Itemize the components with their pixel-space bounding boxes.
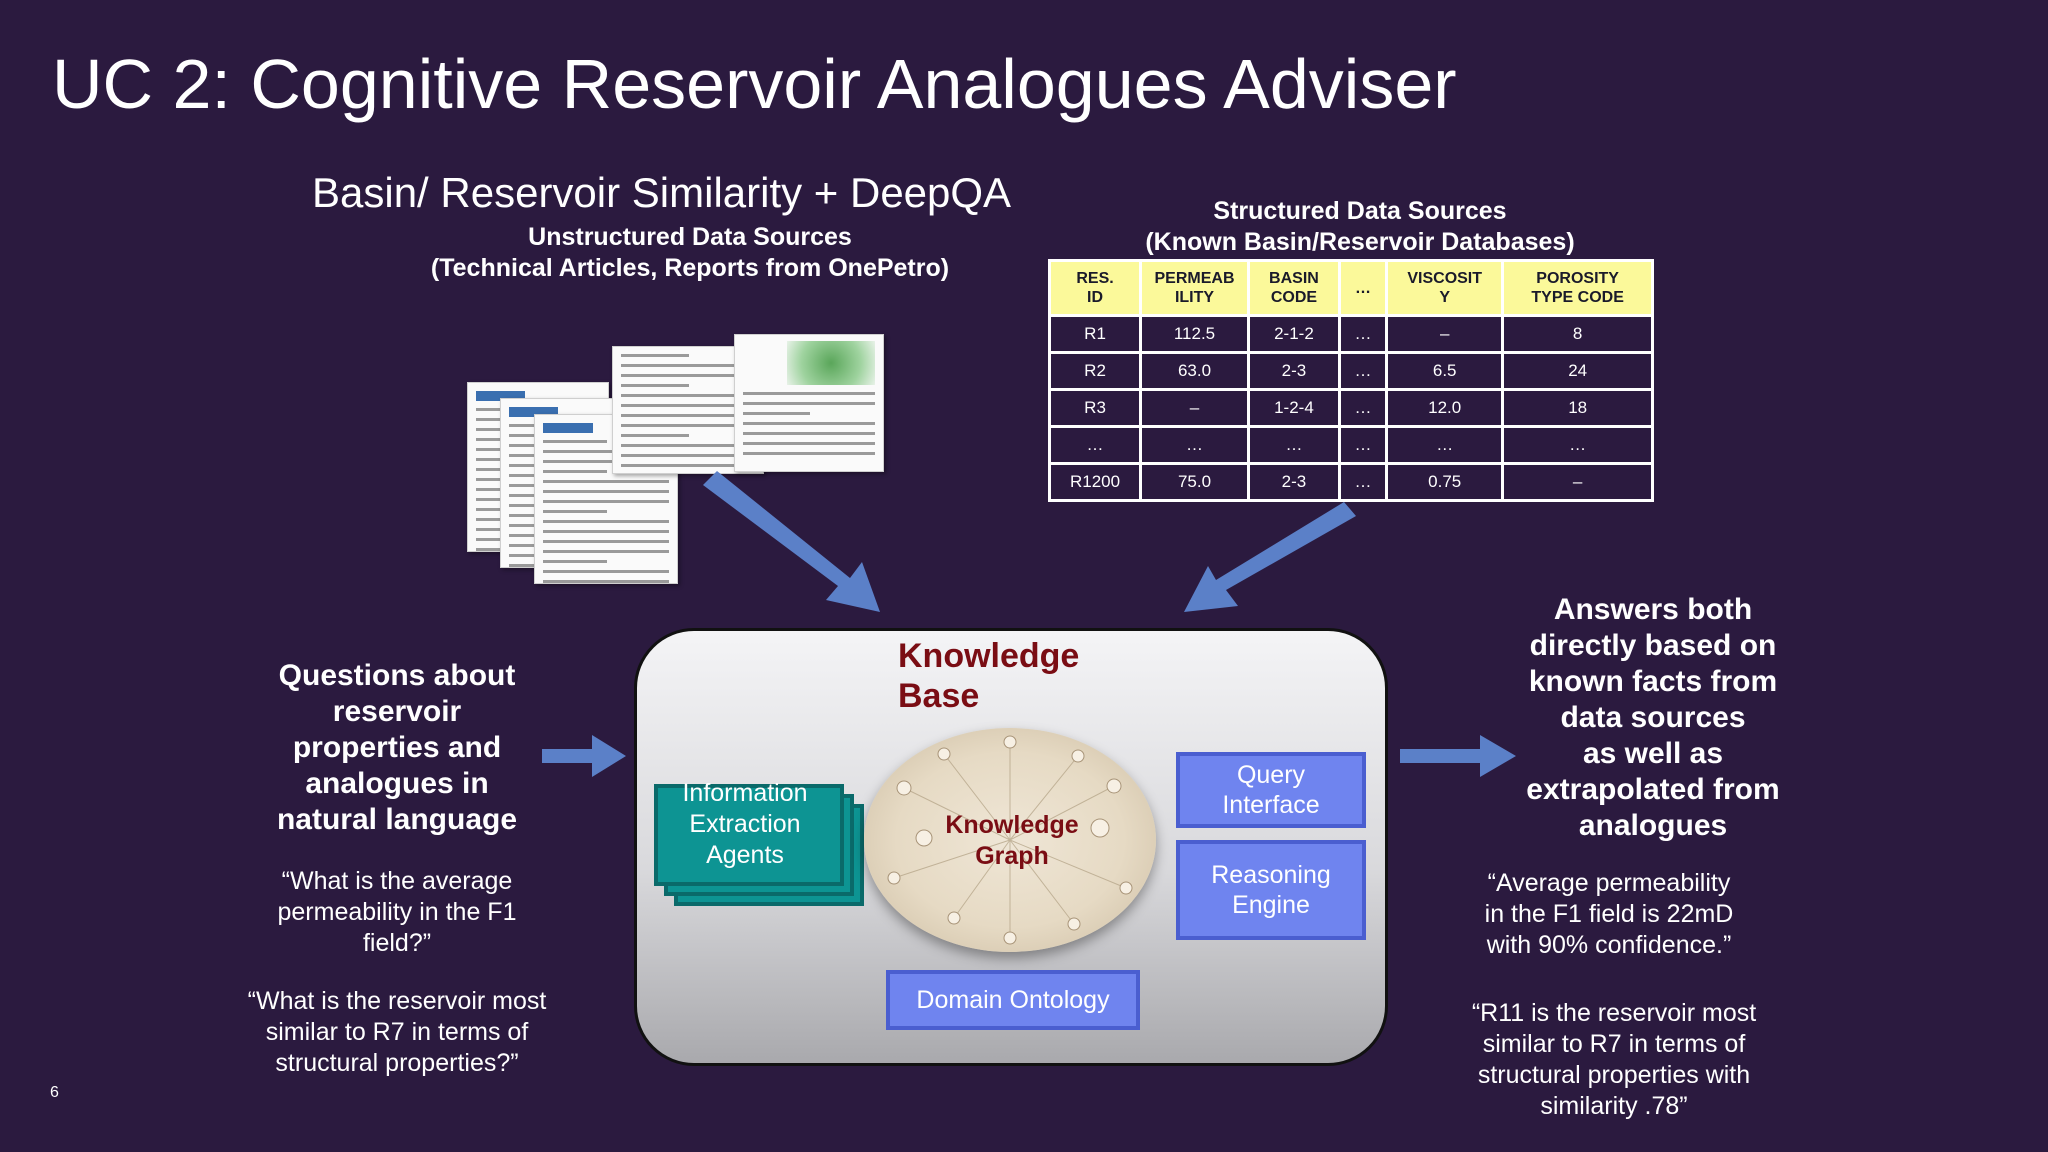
document-thumbnail: [734, 334, 884, 472]
table-cell: 112.5: [1139, 314, 1250, 354]
column-header: RES.ID: [1047, 259, 1143, 317]
table-cell: …: [1047, 425, 1143, 465]
table-cell: R3: [1047, 388, 1143, 428]
table-cell: 2-1-2: [1246, 314, 1341, 354]
table-cell: …: [1337, 388, 1389, 428]
table-cell: …: [1246, 425, 1341, 465]
structured-sources-label: Structured Data Sources (Known Basin/Res…: [1145, 197, 1575, 256]
table-cell: R1200: [1047, 462, 1143, 502]
table-cell: …: [1337, 425, 1389, 465]
table-cell: –: [1501, 462, 1654, 502]
table-cell: –: [1139, 388, 1250, 428]
table-cell: 18: [1501, 388, 1654, 428]
arrow-questions-to-kb: [542, 735, 626, 777]
table-cell: 2-3: [1246, 351, 1341, 391]
table-row: R2 63.0 2-3 … 6.5 24: [1047, 351, 1654, 391]
table-cell: 75.0: [1139, 462, 1250, 502]
table-cell: 8: [1501, 314, 1654, 354]
column-header: …: [1337, 259, 1389, 317]
table-cell: R2: [1047, 351, 1143, 391]
arrow-kb-to-answers: [1400, 735, 1516, 777]
table-cell: …: [1337, 462, 1389, 502]
information-extraction-agents: [654, 784, 844, 886]
page-number: 6: [50, 1084, 59, 1101]
slide-subtitle: Basin/ Reservoir Similarity + DeepQA: [312, 169, 1012, 216]
slide-title: UC 2: Cognitive Reservoir Analogues Advi…: [52, 45, 1457, 123]
table-row: R3 – 1-2-4 … 12.0 18: [1047, 388, 1654, 428]
table-cell: …: [1139, 425, 1250, 465]
table-row: R1 112.5 2-1-2 … – 8: [1047, 314, 1654, 354]
table-cell: 6.5: [1385, 351, 1505, 391]
arrow-structured-to-kb: [1184, 502, 1356, 612]
table-row: R1200 75.0 2-3 … 0.75 –: [1047, 462, 1654, 502]
table-cell: …: [1337, 351, 1389, 391]
table-cell: –: [1385, 314, 1505, 354]
arrow-unstructured-to-kb: [703, 471, 880, 612]
table-cell: …: [1501, 425, 1654, 465]
table-cell: 24: [1501, 351, 1654, 391]
table-cell: 63.0: [1139, 351, 1250, 391]
table-cell: 1-2-4: [1246, 388, 1341, 428]
table-cell: 2-3: [1246, 462, 1341, 502]
table-cell: 12.0: [1385, 388, 1505, 428]
domain-ontology-box: Domain Ontology: [886, 970, 1140, 1030]
table-cell: R1: [1047, 314, 1143, 354]
table-cell: 0.75: [1385, 462, 1505, 502]
table-row: … … … … … …: [1047, 425, 1654, 465]
unstructured-sources-label: Unstructured Data Sources (Technical Art…: [430, 223, 950, 282]
table-cell: …: [1337, 314, 1389, 354]
table-cell: …: [1385, 425, 1505, 465]
knowledge-graph-icon: [864, 728, 1156, 952]
